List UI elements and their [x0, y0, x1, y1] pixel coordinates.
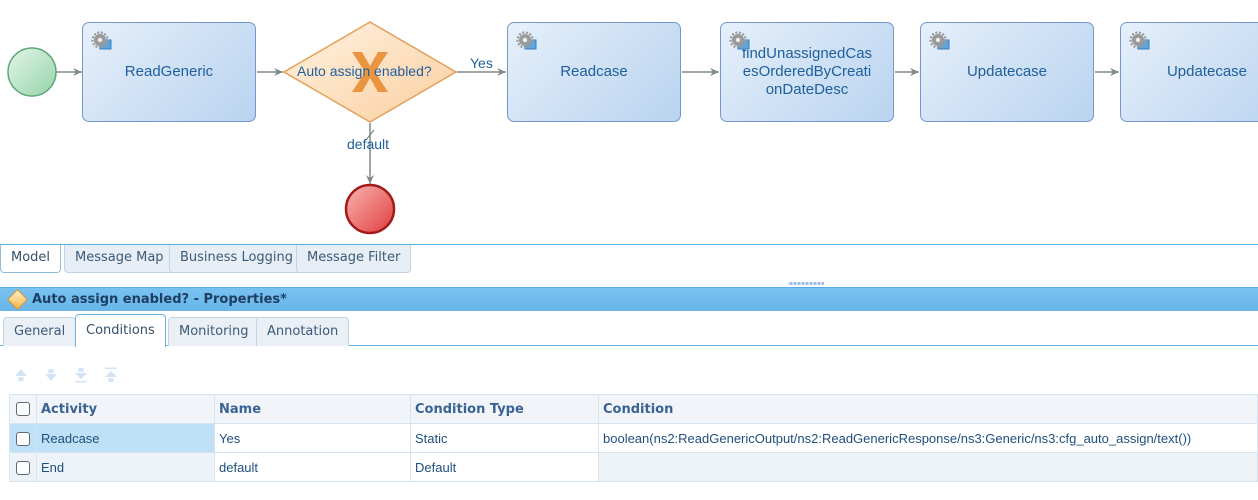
column-header-condition-type[interactable]: Condition Type — [410, 394, 599, 424]
tab-monitoring[interactable]: Monitoring — [168, 317, 260, 346]
service-task-gear-icon — [516, 31, 537, 50]
cell-activity[interactable]: End — [36, 452, 215, 482]
tab-conditions[interactable]: Conditions — [75, 314, 166, 347]
select-all-cell — [9, 394, 37, 424]
gateway-label: Auto assign enabled? — [297, 63, 432, 79]
tab-business-logging[interactable]: Business Logging — [169, 245, 305, 273]
arrow-bottom-icon[interactable] — [72, 366, 90, 384]
arrow-up-icon[interactable] — [12, 366, 30, 384]
process-canvas[interactable]: Auto assign enabled? Yes default ReadGen… — [0, 0, 1258, 245]
arrow-down-icon[interactable] — [42, 366, 60, 384]
row-select-cell — [9, 452, 37, 482]
editor-tab-bar: Model Message Map Business Logging Messa… — [0, 244, 1258, 274]
gateway-x-icon — [352, 52, 388, 92]
tab-message-map[interactable]: Message Map — [64, 245, 175, 273]
cell-name[interactable]: Yes — [214, 423, 411, 453]
properties-title: Auto assign enabled? - Properties* — [32, 292, 287, 307]
arrow-top-icon[interactable] — [102, 366, 120, 384]
cell-name[interactable]: default — [214, 452, 411, 482]
task-label: ReadGeneric — [124, 63, 214, 80]
cell-condition[interactable] — [598, 452, 1258, 482]
start-event[interactable] — [7, 47, 57, 97]
panel-splitter-handle[interactable] — [788, 282, 824, 285]
table-row[interactable]: End default Default — [9, 452, 1258, 482]
task-label: Updatecase — [966, 63, 1048, 80]
row-select-cell — [9, 423, 37, 453]
tab-model[interactable]: Model — [0, 245, 62, 273]
task-readgeneric[interactable]: ReadGeneric — [82, 22, 256, 122]
tab-message-filter[interactable]: Message Filter — [296, 245, 412, 273]
tab-annotation[interactable]: Annotation — [256, 317, 350, 346]
row-checkbox[interactable] — [16, 431, 30, 446]
cell-activity[interactable]: Readcase — [36, 423, 215, 453]
table-row[interactable]: Readcase Yes Static boolean(ns2:ReadGene… — [9, 423, 1258, 453]
service-task-gear-icon — [1129, 31, 1150, 50]
flow-label-yes: Yes — [470, 55, 493, 71]
task-updatecase-2[interactable]: Updatecase — [1120, 22, 1258, 122]
end-event[interactable] — [344, 183, 396, 235]
properties-tab-bar: General Conditions Monitoring Annotation — [0, 314, 1258, 347]
conditions-toolbar — [12, 366, 120, 384]
column-header-name[interactable]: Name — [214, 394, 411, 424]
gateway-diamond-icon — [6, 288, 29, 311]
row-checkbox[interactable] — [16, 460, 30, 475]
task-label: findUnassignedCasesOrderedByCreationDate… — [741, 45, 873, 98]
column-header-condition[interactable]: Condition — [598, 394, 1258, 424]
flow-label-default: default — [347, 136, 390, 152]
tab-general[interactable]: General — [3, 317, 77, 346]
service-task-gear-icon — [729, 31, 750, 50]
default-flow-slash — [365, 129, 375, 141]
task-label: Readcase — [560, 63, 628, 80]
column-header-activity[interactable]: Activity — [36, 394, 215, 424]
table-header-row: Activity Name Condition Type Condition — [9, 394, 1258, 424]
conditions-table: Activity Name Condition Type Condition R… — [9, 394, 1258, 482]
cell-condition-type[interactable]: Default — [410, 452, 599, 482]
task-find-unassigned-cases[interactable]: findUnassignedCasesOrderedByCreationDate… — [720, 22, 894, 122]
service-task-gear-icon — [929, 31, 950, 50]
task-label: Updatecase — [1166, 63, 1248, 80]
service-task-gear-icon — [91, 31, 112, 50]
flow-connectors — [7, 21, 1119, 235]
task-updatecase[interactable]: Updatecase — [920, 22, 1094, 122]
cell-condition[interactable]: boolean(ns2:ReadGenericOutput/ns2:ReadGe… — [598, 423, 1258, 453]
select-all-checkbox[interactable] — [16, 402, 30, 416]
properties-header: Auto assign enabled? - Properties* — [0, 287, 1258, 311]
cell-condition-type[interactable]: Static — [410, 423, 599, 453]
task-readcase[interactable]: Readcase — [507, 22, 681, 122]
